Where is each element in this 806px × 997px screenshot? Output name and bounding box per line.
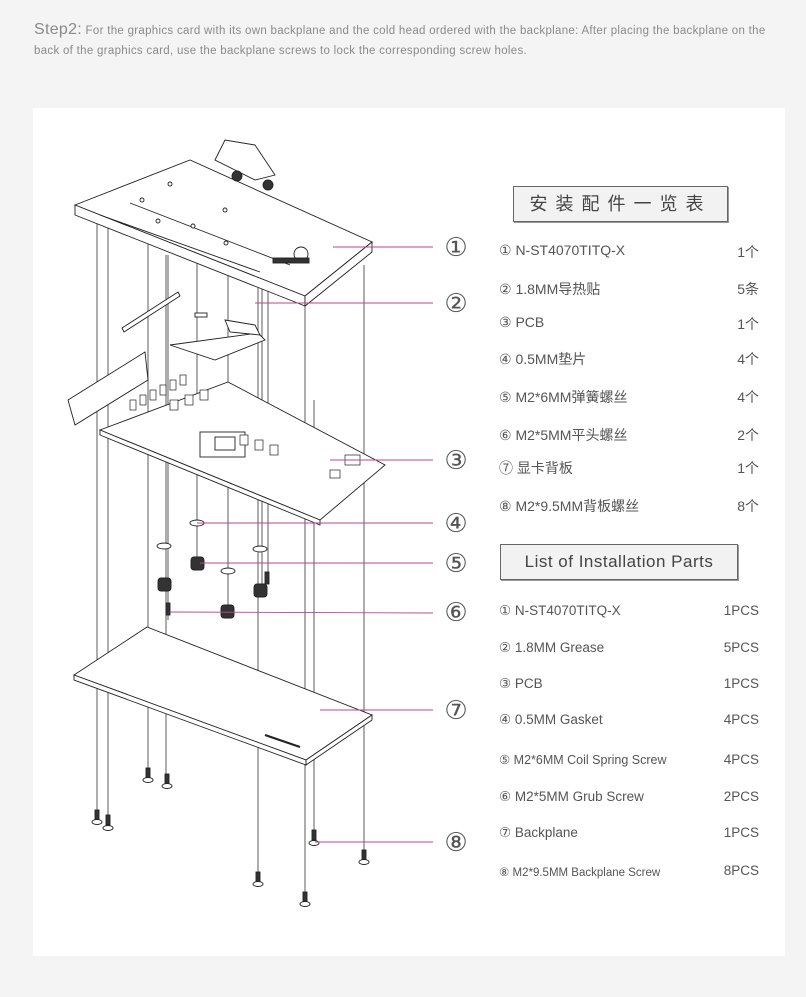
parts-en-row: ⑥ M2*5MM Grub Screw 2PCS xyxy=(499,789,759,809)
part-qty: 1个 xyxy=(737,460,759,476)
parts-cn-row: ④ 0.5MM垫片 4个 xyxy=(499,349,759,369)
part-name: ⑤ M2*6MM Coil Spring Screw xyxy=(499,753,667,767)
part-name: ③ PCB xyxy=(499,676,543,691)
callout-8: ⑧ xyxy=(444,828,467,858)
content-panel: ① ② ③ ④ ⑤ ⑥ ⑦ ⑧ 安装配件一览表 ① N-ST4070TITQ-X… xyxy=(33,108,785,956)
pcb xyxy=(67,351,386,526)
part-name: ⑥ M2*5MM平头螺丝 xyxy=(499,427,628,443)
part-qty: 4PCS xyxy=(723,712,759,727)
part-qty: 5条 xyxy=(737,281,759,297)
part-name: ⑦ Backplane xyxy=(499,825,578,840)
callout-4: ④ xyxy=(444,509,467,539)
parts-cn-row: ⑦ 显卡背板 1个 xyxy=(499,458,759,478)
callout-lines xyxy=(169,246,434,843)
parts-en-row: ⑧ M2*9.5MM Backplane Screw 8PCS xyxy=(499,863,759,883)
part-qty: 2个 xyxy=(737,427,759,443)
parts-cn-row: ⑧ M2*9.5MM背板螺丝 8个 xyxy=(499,496,759,516)
part-name: ① N-ST4070TITQ-X xyxy=(499,242,626,258)
part-name: ⑧ M2*9.5MM Backplane Screw xyxy=(499,867,661,879)
parts-cn-row: ① N-ST4070TITQ-X 1个 xyxy=(499,242,759,262)
gaskets-and-screws xyxy=(156,519,270,619)
part-qty: 1PCS xyxy=(723,676,759,691)
parts-list-title-cn: 安装配件一览表 xyxy=(513,186,728,222)
thermal-pads xyxy=(121,291,266,361)
part-qty: 4个 xyxy=(737,389,759,405)
part-qty: 2PCS xyxy=(723,789,759,804)
parts-en-row: ③ PCB 1PCS xyxy=(499,676,759,696)
parts-en-row: ① N-ST4070TITQ-X 1PCS xyxy=(499,603,759,623)
part-name: ① N-ST4070TITQ-X xyxy=(499,603,621,618)
water-block-cover xyxy=(73,139,373,307)
part-name: ⑥ M2*5MM Grub Screw xyxy=(499,789,644,804)
callout-7: ⑦ xyxy=(444,696,467,726)
part-qty: 4个 xyxy=(737,351,759,367)
parts-cn-row: ⑤ M2*6MM弹簧螺丝 4个 xyxy=(499,387,759,407)
part-qty: 1个 xyxy=(737,244,759,260)
parts-en-row: ② 1.8MM Grease 5PCS xyxy=(499,640,759,660)
part-name: ④ 0.5MM垫片 xyxy=(499,351,587,367)
parts-en-row: ⑦ Backplane 1PCS xyxy=(499,825,759,845)
callout-6: ⑥ xyxy=(444,598,467,628)
part-name: ③ PCB xyxy=(499,314,545,330)
parts-en-row: ⑤ M2*6MM Coil Spring Screw 4PCS xyxy=(499,752,759,772)
part-name: ⑦ 显卡背板 xyxy=(499,460,573,476)
step-text: For the graphics card with its own backp… xyxy=(34,25,766,57)
part-qty: 8个 xyxy=(737,498,759,514)
part-name: ② 1.8MM导热贴 xyxy=(499,281,601,297)
backplane-screws xyxy=(91,767,370,907)
part-name: ⑤ M2*6MM弹簧螺丝 xyxy=(499,389,628,405)
step-instructions: Step2: For the graphics card with its ow… xyxy=(34,20,774,61)
parts-list-title-en: List of Installation Parts xyxy=(500,544,738,580)
part-qty: 1个 xyxy=(737,316,759,332)
callout-numbers: ① ② ③ ④ ⑤ ⑥ ⑦ ⑧ xyxy=(444,233,467,858)
step-label: Step2: xyxy=(34,21,83,38)
parts-cn-row: ② 1.8MM导热贴 5条 xyxy=(499,279,759,299)
part-name: ⑧ M2*9.5MM背板螺丝 xyxy=(499,498,640,514)
exploded-diagram: ① ② ③ ④ ⑤ ⑥ ⑦ ⑧ xyxy=(67,139,468,907)
part-qty: 1PCS xyxy=(723,825,759,840)
callout-2: ② xyxy=(444,289,467,319)
callout-3: ③ xyxy=(444,446,467,476)
part-qty: 4PCS xyxy=(723,752,759,767)
callout-5: ⑤ xyxy=(444,549,467,579)
callout-1: ① xyxy=(444,233,467,263)
parts-en-row: ④ 0.5MM Gasket 4PCS xyxy=(499,712,759,732)
part-name: ② 1.8MM Grease xyxy=(499,640,605,655)
part-qty: 5PCS xyxy=(723,640,759,655)
parts-cn-row: ③ PCB 1个 xyxy=(499,314,759,334)
part-qty: 8PCS xyxy=(723,863,759,878)
backplane xyxy=(73,626,373,766)
parts-cn-row: ⑥ M2*5MM平头螺丝 2个 xyxy=(499,425,759,445)
part-name: ④ 0.5MM Gasket xyxy=(499,712,603,727)
part-qty: 1PCS xyxy=(723,603,759,618)
